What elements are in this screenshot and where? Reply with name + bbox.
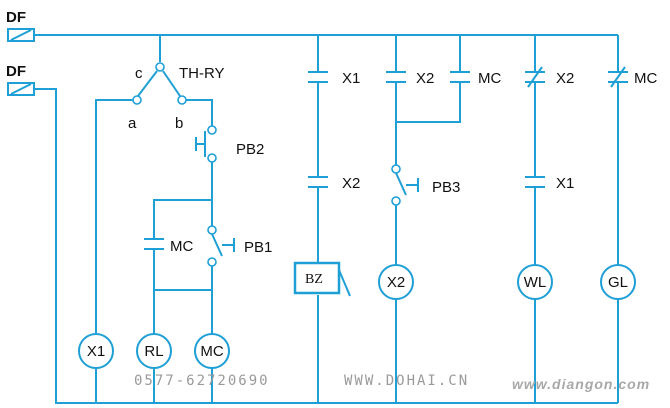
x2-nc-label: X2: [556, 70, 574, 87]
pb1-contact: PB1: [207, 225, 272, 267]
x1-contact-b-label: X1: [556, 175, 574, 192]
mc-hold-label: MC: [170, 238, 193, 255]
selector-pos-a-label: a: [128, 115, 137, 132]
pb3-label: PB3: [432, 179, 460, 196]
x1-contact-a-label: X1: [342, 70, 360, 87]
lamp-rl-label: RL: [144, 343, 163, 360]
pb1-label: PB1: [244, 239, 272, 256]
selector-name-label: TH-RY: [179, 65, 225, 82]
wire-a-to-x1: [95, 99, 133, 334]
selector-common-label: c: [135, 65, 143, 82]
coil-mc-label: MC: [200, 343, 223, 360]
watermark-site1: WWW.DOHAI.CN: [344, 373, 469, 389]
buzzer-bz-label: BZ: [305, 272, 323, 287]
x2-contact-a-label: X2: [342, 175, 360, 192]
bottom-rail: [34, 88, 618, 404]
coil-x1-label: X1: [87, 343, 105, 360]
x2-contact-b-label: X2: [416, 70, 434, 87]
breaker-df-bottom-label: DF: [6, 63, 26, 80]
branch-wl: X2 X1: [525, 35, 574, 403]
breaker-df-top: DF: [6, 9, 35, 42]
pb3-contact: PB3: [391, 164, 460, 206]
mc-nc-label: MC: [634, 70, 657, 87]
branch-x2-coil: X2 MC: [386, 35, 501, 165]
pb2-contact: PB2: [195, 125, 264, 163]
lamp-gl-label: GL: [608, 274, 628, 291]
mc-contact-b-label: MC: [478, 70, 501, 87]
mc-hold-contact: MC: [144, 199, 212, 291]
coil-x2-label: X2: [387, 274, 405, 291]
lamp-wl: WL: [517, 264, 553, 300]
wire-b-to-pb2: [186, 99, 213, 126]
branch-bz: X1 X2: [308, 35, 360, 403]
watermark-phone: 0577-62720690: [134, 373, 270, 389]
pb2-label: PB2: [236, 141, 264, 158]
coil-mc: MC: [194, 333, 230, 369]
selector-pos-b-label: b: [175, 115, 183, 132]
lamp-rl: RL: [136, 333, 172, 369]
breaker-df-bottom: DF: [6, 63, 35, 96]
branch-gl: MC: [608, 35, 657, 403]
lamp-wl-label: WL: [524, 274, 547, 291]
lamp-gl: GL: [600, 264, 636, 300]
watermark-site2: www.diangon.com: [512, 376, 650, 392]
breaker-df-top-label: DF: [6, 9, 26, 26]
selector-switch-th-ry: c TH-RY a b: [128, 35, 225, 132]
buzzer-bz: BZ: [293, 261, 351, 297]
coil-x1: X1: [78, 333, 114, 369]
coil-x2: X2: [378, 264, 414, 300]
